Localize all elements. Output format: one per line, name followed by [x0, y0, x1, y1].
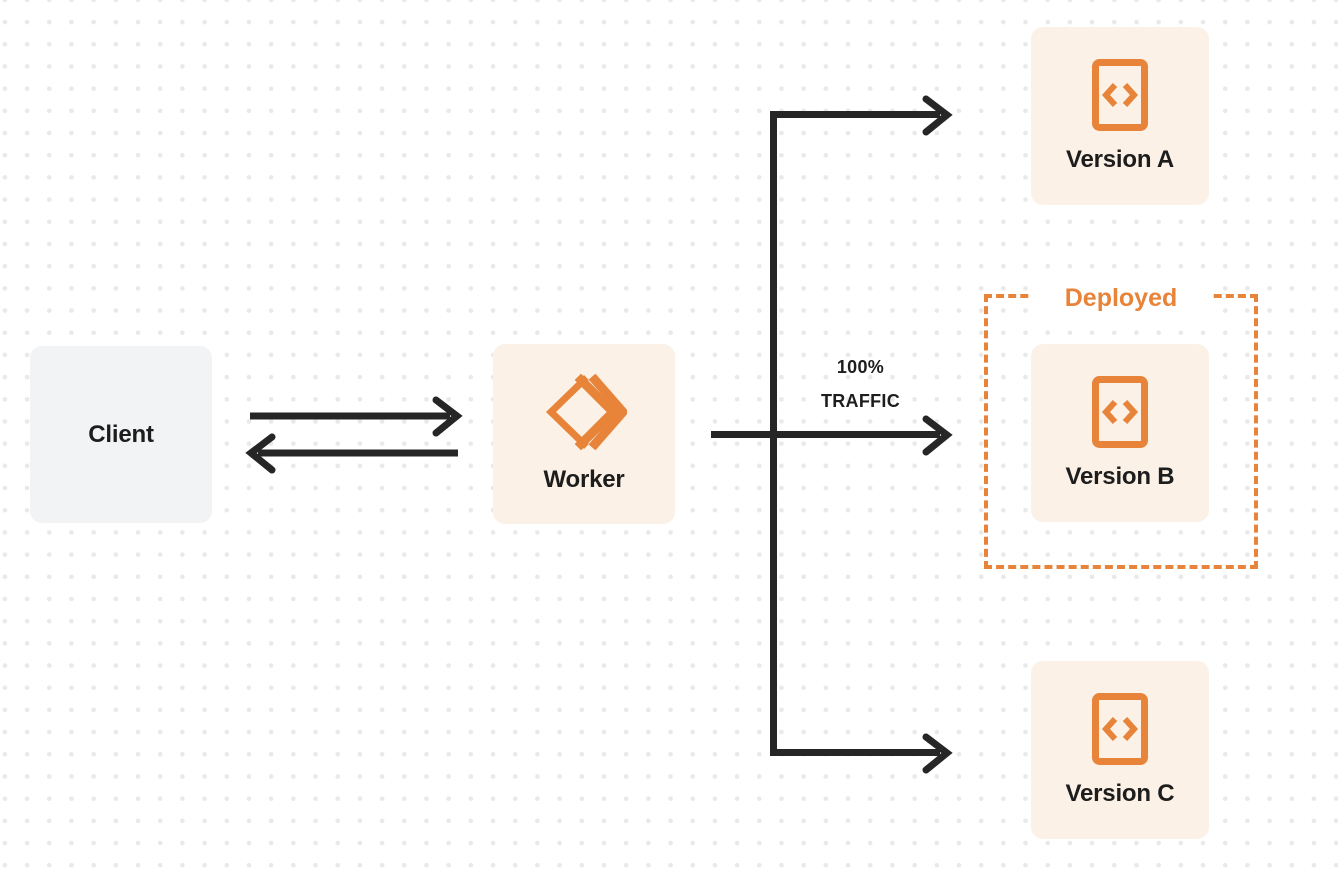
traffic-annotation: 100% TRAFFIC [783, 350, 938, 418]
node-client[interactable]: Client [30, 346, 212, 523]
arrow-worker-to-version-b [711, 415, 953, 456]
cloudflare-workers-logo-icon [545, 374, 627, 450]
traffic-word-text: TRAFFIC [820, 391, 901, 411]
node-version-a[interactable]: Version A [1031, 27, 1209, 205]
node-version-b-label: Version B [1065, 463, 1175, 490]
arrow-worker-to-version-c [770, 733, 953, 774]
node-worker[interactable]: Worker [493, 344, 675, 524]
node-client-label: Client [88, 420, 154, 448]
node-worker-label: Worker [543, 466, 625, 493]
node-version-b[interactable]: Version B [1031, 344, 1209, 522]
code-brackets-icon [1092, 693, 1148, 765]
node-version-c-label: Version C [1065, 780, 1175, 807]
arrow-worker-to-version-a [770, 95, 953, 136]
code-brackets-icon [1092, 59, 1148, 131]
deployed-group-label: Deployed [1032, 283, 1210, 313]
node-version-c[interactable]: Version C [1031, 661, 1209, 839]
node-version-a-label: Version A [1065, 146, 1175, 173]
arrow-worker-to-client [245, 433, 458, 474]
traffic-percent-text: 100% [836, 357, 885, 377]
code-brackets-icon [1092, 376, 1148, 448]
arrow-client-to-worker [250, 396, 463, 437]
